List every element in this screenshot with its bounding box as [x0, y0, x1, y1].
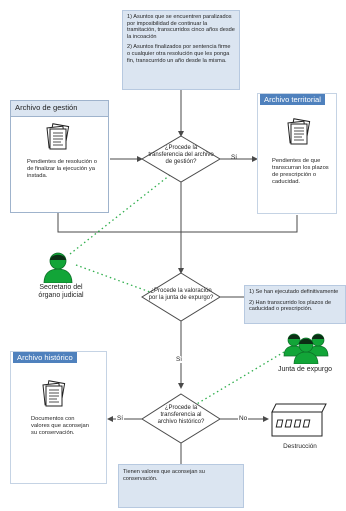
documents-icon: [287, 118, 311, 145]
person-icon: [43, 252, 73, 283]
no-label: No: [238, 415, 249, 422]
decision2-text: ¿Procede la valoración por la junta de e…: [148, 288, 214, 301]
documents-icon: [46, 123, 70, 150]
secretario-label: Secretario del órgano judicial: [26, 284, 96, 301]
archivo-historico-text: Documentos con valores que aconsejan su …: [31, 416, 90, 436]
right-note: 1) Se han ejecutado definitivamente 2) H…: [244, 285, 346, 324]
decision1-text: ¿Procede la transferencia del archivo de…: [148, 145, 214, 165]
shredder-icon: [271, 403, 327, 437]
archivo-gestion-box: Archivo de gestión Pendientes de resoluc…: [10, 100, 109, 213]
archivo-gestion-text: Pendientes de resolución o de finalizar …: [27, 159, 97, 179]
secretario-label-line2: órgano judicial: [38, 292, 84, 300]
top-note: 1) Asuntos que se encuentren paralizados…: [122, 10, 240, 90]
archivo-gestion-title: Archivo de gestión: [15, 103, 78, 112]
si-label-3: Sí: [116, 415, 125, 422]
archivo-territorial-text: Pendientes de que transcurran los plazos…: [272, 158, 329, 185]
top-note-item-2: 2) Asuntos finalizados por sentencia fir…: [127, 44, 231, 64]
destruccion-label: Destrucción: [283, 443, 317, 450]
archivo-historico-title: Archivo histórico: [13, 352, 77, 363]
bottom-note-text: Tienen valores que aconsejan su conserva…: [123, 469, 205, 482]
archivo-gestion-header: [11, 101, 108, 117]
dotted-line-junta-decision3: [194, 351, 285, 406]
archivo-historico-box: Archivo histórico Documentos con valores…: [10, 351, 107, 484]
decision3-text: ¿Procede la transferencia al archivo his…: [157, 405, 205, 425]
bottom-note: Tienen valores que aconsejan su conserva…: [118, 464, 244, 508]
group-icon: [283, 333, 329, 364]
archivo-territorial-title: Archivo territorial: [260, 94, 325, 105]
junta-label: Junta de expurgo: [277, 366, 333, 373]
line-territorial-merge: [181, 215, 298, 233]
line-gestion-merge: [57, 213, 181, 233]
si-label-1: Sí: [231, 154, 238, 161]
archivo-territorial-box: Archivo territorial Pendientes de que tr…: [257, 93, 337, 214]
si-label-2: Sí: [175, 356, 184, 363]
right-note-item-1: 1) Se han ejecutado definitivamente: [249, 289, 339, 295]
secretario-label-line1: Secretario del: [39, 284, 83, 291]
documents-icon: [42, 380, 66, 407]
top-note-item-1: 1) Asuntos que se encuentren paralizados…: [127, 14, 235, 40]
right-note-item-2: 2) Han transcurrido los plazos de caduci…: [249, 299, 332, 313]
